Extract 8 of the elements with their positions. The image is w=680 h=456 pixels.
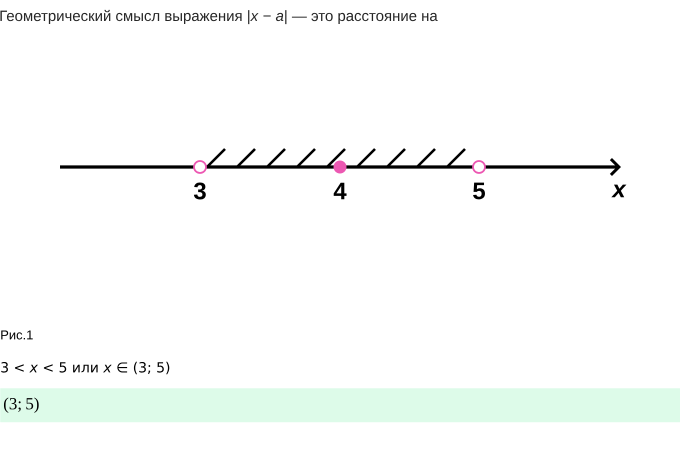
tick-label: 5 bbox=[473, 182, 485, 200]
figure-caption: Рис.1 bbox=[1, 330, 33, 340]
inequality: 3 < x < 5 или x ∈ (3; 5) bbox=[1, 362, 170, 374]
tick-label: 4 bbox=[334, 182, 347, 200]
tick-label: 3 bbox=[194, 182, 206, 200]
axis-label: x bbox=[611, 184, 626, 198]
answer-band: (3; 5) bbox=[0, 388, 680, 422]
statement-text: Геометрический смысл выражения |x − a| — это расстояние на bbox=[0, 10, 438, 24]
